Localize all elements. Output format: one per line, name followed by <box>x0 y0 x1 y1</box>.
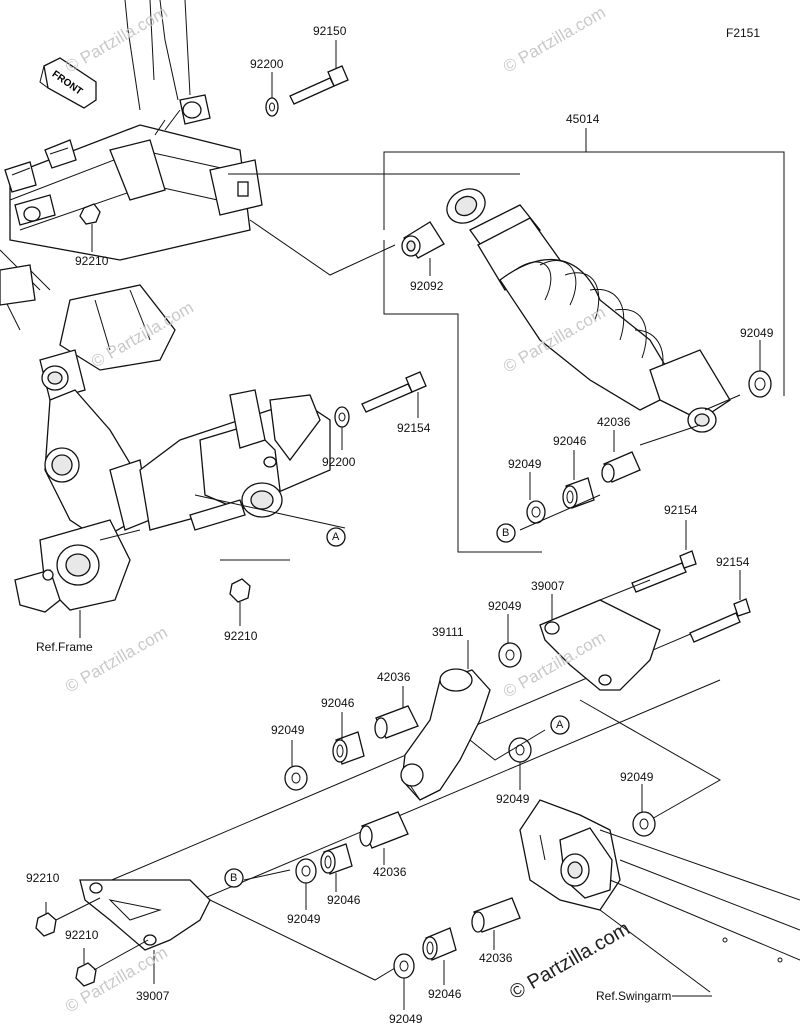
label-92049-l1[interactable]: 92049 <box>488 599 522 613</box>
label-92154-r3[interactable]: 92154 <box>716 555 750 569</box>
label-42036-l1[interactable]: 42036 <box>377 670 411 684</box>
label-92200-top[interactable]: 92200 <box>250 57 284 71</box>
label-92049-l4[interactable]: 92049 <box>287 912 321 926</box>
label-92210-mid[interactable]: 92210 <box>224 629 258 643</box>
front-arrow-icon <box>39 57 97 109</box>
shock-absorber-drawing <box>228 128 785 553</box>
ref-frame-label: Ref.Frame <box>36 640 93 654</box>
label-92210-bl1[interactable]: 92210 <box>26 871 60 885</box>
label-45014[interactable]: 45014 <box>566 112 600 126</box>
washer-92200-top-drawing <box>265 72 279 117</box>
label-92049-l2[interactable]: 92049 <box>271 723 305 737</box>
bolt-92154-mid-drawing <box>361 371 427 418</box>
label-92046-l1[interactable]: 92046 <box>321 696 355 710</box>
bolt-92150-drawing <box>289 40 349 105</box>
label-92046-r1[interactable]: 92046 <box>553 434 587 448</box>
label-92049-l3[interactable]: 92049 <box>496 792 530 806</box>
label-92049-bottom[interactable]: 92049 <box>389 1012 423 1026</box>
label-92049-r3[interactable]: 92049 <box>620 770 654 784</box>
label-92049-r1[interactable]: 92049 <box>740 326 774 340</box>
callout-b1: B <box>502 527 510 539</box>
frame-lower-drawing <box>14 284 331 613</box>
label-39007-bottom[interactable]: 39007 <box>136 989 170 1003</box>
ref-swingarm-label: Ref.Swingarm <box>596 989 672 1003</box>
label-92210-bl2[interactable]: 92210 <box>65 928 99 942</box>
label-92046-l3[interactable]: 92046 <box>428 987 462 1001</box>
label-39007-top[interactable]: 39007 <box>531 579 565 593</box>
callout-a1: A <box>332 531 340 543</box>
label-92046-l2[interactable]: 92046 <box>327 893 361 907</box>
callout-a2: A <box>556 719 564 731</box>
nut-92210-top-drawing <box>79 203 101 252</box>
label-42036-r1[interactable]: 42036 <box>597 415 631 429</box>
linkage-drawing <box>35 520 800 1010</box>
label-42036-l2[interactable]: 42036 <box>373 865 407 879</box>
label-92154-mid[interactable]: 92154 <box>397 421 431 435</box>
label-92154-r2[interactable]: 92154 <box>664 503 698 517</box>
label-92092[interactable]: 92092 <box>410 279 444 293</box>
frame-drawing <box>0 0 263 331</box>
label-39111[interactable]: 39111 <box>432 625 464 639</box>
diagram-code: F2151 <box>726 26 761 40</box>
nut-92210-mid-drawing <box>220 559 290 626</box>
label-92210-top[interactable]: 92210 <box>75 254 109 268</box>
label-42036-l3[interactable]: 42036 <box>479 951 513 965</box>
washer-92200-mid-drawing <box>334 406 350 450</box>
label-92049-r2[interactable]: 92049 <box>508 457 542 471</box>
label-92200-mid[interactable]: 92200 <box>322 455 356 469</box>
label-92150[interactable]: 92150 <box>313 24 347 38</box>
callout-a1-leader <box>194 494 346 529</box>
callout-b2: B <box>230 872 238 884</box>
callout-a1-circle <box>326 527 346 547</box>
